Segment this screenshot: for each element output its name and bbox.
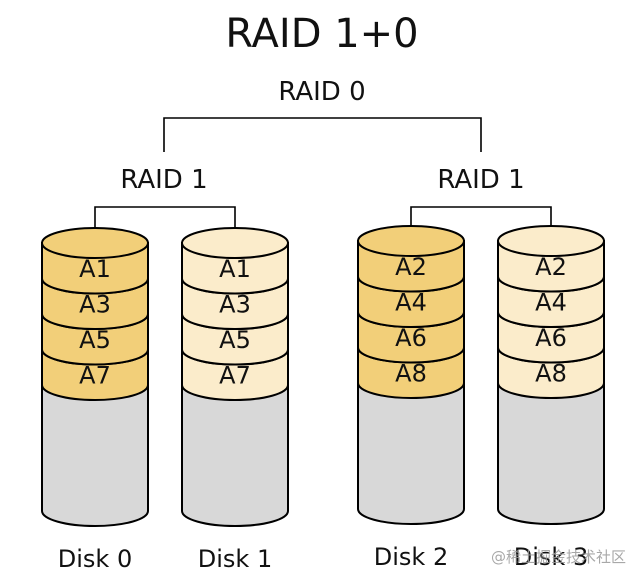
block-label: A3	[219, 291, 251, 319]
block-label: A8	[535, 360, 567, 388]
block-label: A7	[219, 362, 251, 390]
block-label: A8	[395, 360, 427, 388]
disk-label: Disk 0	[58, 545, 132, 573]
block-label: A2	[395, 253, 427, 281]
raid0-connector	[163, 117, 482, 152]
block-label: A5	[219, 326, 251, 354]
block-label: A4	[535, 289, 567, 317]
block-label: A6	[395, 324, 427, 352]
block-label: A1	[79, 255, 111, 283]
disk-empty-space	[41, 384, 149, 527]
disk-empty-space	[497, 382, 605, 525]
raid1-left-label: RAID 1	[120, 165, 207, 195]
block-label: A1	[219, 255, 251, 283]
raid1-right-label: RAID 1	[437, 165, 524, 195]
disk-block-cap	[41, 227, 149, 259]
disk-empty-space	[357, 382, 465, 525]
block-label: A4	[395, 289, 427, 317]
disk-empty-space	[181, 384, 289, 527]
block-label: A5	[79, 326, 111, 354]
disk-label: Disk 1	[198, 545, 272, 573]
block-label: A6	[535, 324, 567, 352]
disk-label: Disk 2	[374, 543, 448, 571]
block-label: A3	[79, 291, 111, 319]
raid1-right-connector	[410, 206, 552, 240]
disk-block-cap	[181, 227, 289, 259]
disk-block-cap	[497, 225, 605, 257]
raid0-label: RAID 0	[278, 77, 365, 107]
raid1-left-connector	[94, 206, 236, 240]
disk-block-cap	[357, 225, 465, 257]
diagram-title: RAID 1+0	[225, 11, 418, 57]
block-label: A2	[535, 253, 567, 281]
block-label: A7	[79, 362, 111, 390]
disk-label: Disk 3	[514, 543, 588, 571]
watermark: @稀土掘金技术社区	[491, 548, 626, 566]
